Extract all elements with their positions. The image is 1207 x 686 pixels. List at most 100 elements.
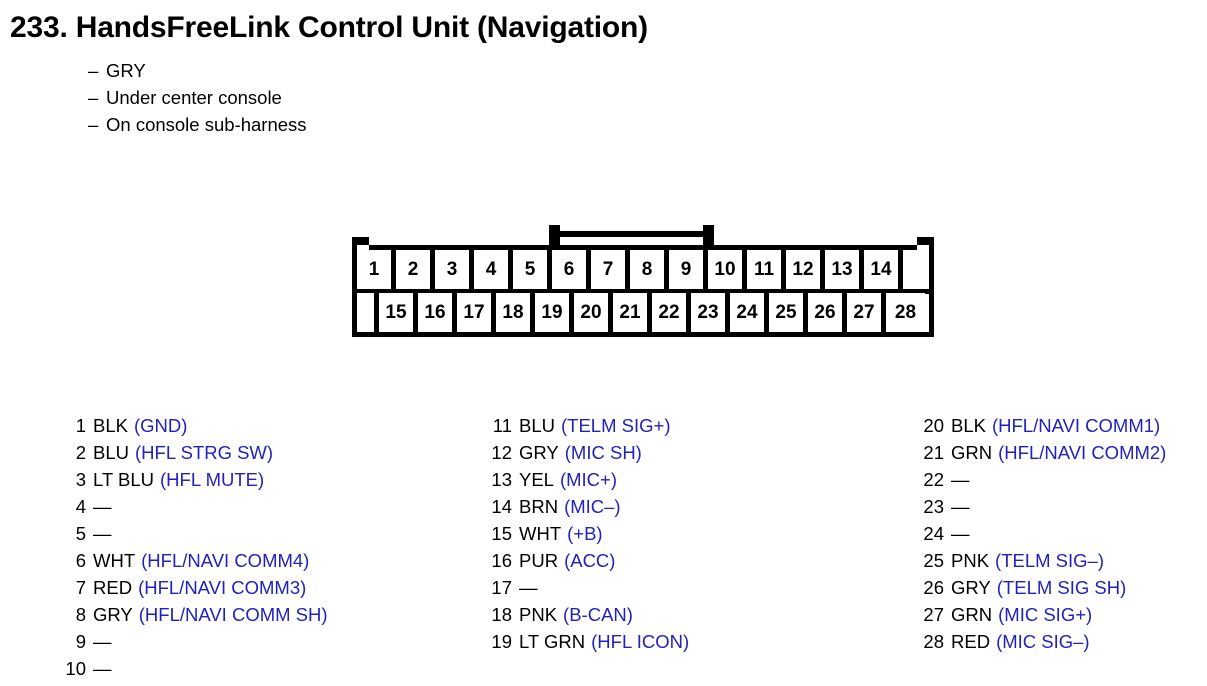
pin-unused-dash: —: [93, 631, 112, 652]
pin-number: 15: [491, 523, 512, 544]
pin-signal-name: (MIC+): [559, 469, 618, 490]
bullet-dash-icon: –: [88, 87, 99, 108]
pin-number: 9: [75, 631, 86, 652]
page-title: 233. HandsFreeLink Control Unit (Navigat…: [10, 11, 648, 44]
pin-number: 28: [923, 631, 944, 652]
connector-latch-bar: [549, 231, 714, 237]
connector-pin-cell-12: 12: [786, 250, 825, 289]
connector-pin-cell-5: 5: [513, 250, 552, 289]
pin-number: 4: [75, 496, 86, 517]
pin-number: 27: [923, 604, 944, 625]
pin-number: 22: [923, 469, 944, 490]
connector-pin-cell-10: 10: [708, 250, 747, 289]
pin-legend-row: 22 —: [918, 466, 1166, 493]
pin-signal-name: (TELM SIG+): [561, 415, 671, 436]
bullet-dash-icon: –: [88, 114, 99, 135]
connector-pin-cell-11: 11: [747, 250, 786, 289]
pin-number: 23: [923, 496, 944, 517]
pin-signal-name: (MIC–): [564, 496, 621, 517]
pin-wire-color: RED: [93, 577, 133, 598]
connector-pin-cell-1: 1: [357, 250, 396, 289]
pin-wire-color: GRY: [93, 604, 133, 625]
pin-unused-dash: —: [951, 469, 970, 490]
connector-details-list: –GRY–Under center console–On console sub…: [88, 57, 307, 138]
connector-pin-cell-3: 3: [435, 250, 474, 289]
pin-number: 20: [923, 415, 944, 436]
pin-signal-name: (HFL/NAVI COMM2): [998, 442, 1167, 463]
pin-number: 25: [923, 550, 944, 571]
pin-signal-name: (+B): [567, 523, 603, 544]
connector-pin-cell-24: 24: [730, 293, 769, 332]
pin-wire-color: BLK: [93, 415, 128, 436]
connector-latch-post-left: [549, 225, 560, 253]
pin-unused-dash: —: [951, 496, 970, 517]
pin-unused-dash: —: [951, 523, 970, 544]
pin-number: 7: [75, 577, 86, 598]
pin-legend-row: 1 BLK(GND): [60, 412, 328, 439]
pin-unused-dash: —: [519, 577, 538, 598]
connector-notch-inner-right: [917, 245, 929, 253]
connector-blank-cell-bottom-left: [357, 293, 379, 332]
connector-pin-cell-4: 4: [474, 250, 513, 289]
pin-legend-row: 10 —: [60, 655, 328, 682]
pin-legend-row: 17—: [486, 574, 689, 601]
connector-pin-cell-9: 9: [669, 250, 708, 289]
connector-pin-cell-13: 13: [825, 250, 864, 289]
pin-unused-dash: —: [93, 496, 112, 517]
pin-unused-dash: —: [93, 658, 112, 679]
connector-detail-text: GRY: [106, 60, 146, 81]
pin-signal-name: (HFL STRG SW): [135, 442, 274, 463]
connector-pin-cell-8: 8: [630, 250, 669, 289]
pin-signal-name: (B-CAN): [563, 604, 633, 625]
pin-signal-name: (MIC SIG+): [998, 604, 1093, 625]
connector-pin-cell-2: 2: [396, 250, 435, 289]
pin-number: 11: [492, 415, 512, 436]
pin-number: 1: [75, 415, 86, 436]
connector-pin-cell-23: 23: [691, 293, 730, 332]
connector-pin-cell-28: 28: [886, 293, 925, 332]
connector-notch-inner-left: [357, 245, 369, 253]
pin-number: 10: [65, 658, 86, 679]
connector-pin-cell-16: 16: [418, 293, 457, 332]
connector-pin-cell-27: 27: [847, 293, 886, 332]
pin-signal-name: (HFL/NAVI COMM SH): [138, 604, 328, 625]
connector-detail-line: –GRY: [88, 57, 307, 84]
pin-wire-color: RED: [951, 631, 991, 652]
connector-pin-cell-21: 21: [613, 293, 652, 332]
connector-row-divider: [357, 289, 929, 294]
pin-number: 2: [75, 442, 86, 463]
pin-number: 5: [75, 523, 86, 544]
pin-wire-color: PNK: [951, 550, 990, 571]
pin-number: 8: [75, 604, 86, 625]
pin-number: 14: [491, 496, 512, 517]
connector-pin-cell-14: 14: [864, 250, 903, 289]
pin-legend-row: 5—: [60, 520, 328, 547]
connector-detail-text: On console sub-harness: [106, 114, 307, 135]
pin-number: 6: [75, 550, 86, 571]
pin-number: 18: [491, 604, 512, 625]
pin-signal-name: (GND): [133, 415, 188, 436]
pin-legend-row: 25 PNK(TELM SIG–): [918, 547, 1166, 574]
pin-wire-color: GRY: [951, 577, 991, 598]
pin-signal-name: (HFL/NAVI COMM4): [141, 550, 310, 571]
pin-number: 13: [491, 469, 512, 490]
pin-number: 3: [75, 469, 86, 490]
pin-signal-name: (HFL MUTE): [160, 469, 265, 490]
connector-pin-cell-17: 17: [457, 293, 496, 332]
pin-signal-name: (TELM SIG–): [995, 550, 1105, 571]
connector-pin-cell-6: 6: [552, 250, 591, 289]
pin-wire-color: LT BLU: [93, 469, 155, 490]
